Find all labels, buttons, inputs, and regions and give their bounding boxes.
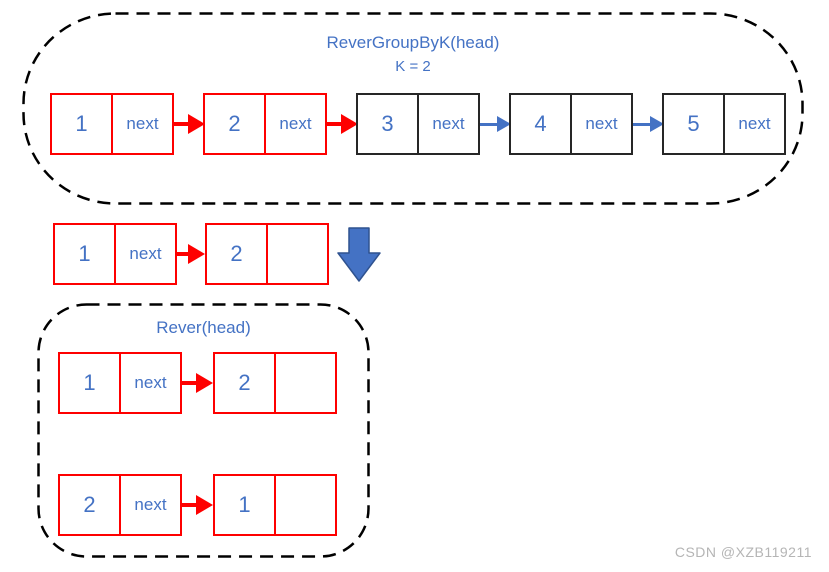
node-value: 2 bbox=[228, 111, 241, 136]
arrow-line bbox=[182, 503, 196, 507]
middle-node-2: 2 bbox=[205, 223, 329, 285]
red-arrow-icon bbox=[182, 495, 213, 515]
node-value: 2 bbox=[83, 492, 96, 517]
arrow-line bbox=[327, 122, 341, 126]
node-value: 5 bbox=[687, 111, 700, 136]
node-pointer: next bbox=[114, 225, 175, 283]
arrow-head bbox=[188, 244, 205, 264]
node-pointer: next bbox=[570, 95, 631, 153]
red-arrow-icon bbox=[174, 114, 205, 134]
node-value: 1 bbox=[78, 241, 91, 266]
rever-group: Rever(head) 1 next 2 2 next 1 bbox=[37, 303, 370, 558]
list-node-5: 5 next bbox=[662, 93, 786, 155]
arrow-line bbox=[480, 122, 497, 126]
arrow-head bbox=[497, 116, 511, 132]
arrow-line bbox=[174, 122, 188, 126]
node-value: 3 bbox=[381, 111, 394, 136]
arrow-head bbox=[188, 114, 205, 134]
list-node-1: 1 next bbox=[50, 93, 174, 155]
blue-arrow-icon bbox=[633, 116, 664, 132]
node-value: 1 bbox=[75, 111, 88, 136]
arrow-line bbox=[177, 252, 188, 256]
node-pointer bbox=[274, 476, 335, 534]
revergroupbyk-group: ReverGroupByK(head) K = 2 1 next 2 next … bbox=[22, 12, 804, 205]
arrow-line bbox=[633, 122, 650, 126]
list-node-2: 2 next bbox=[203, 93, 327, 155]
dashed-border bbox=[22, 12, 804, 205]
dashed-border bbox=[37, 303, 370, 558]
node-pointer bbox=[274, 354, 335, 412]
node-value: 1 bbox=[83, 370, 96, 395]
bottom-group-title: Rever(head) bbox=[156, 318, 251, 337]
node-pointer: next bbox=[119, 354, 180, 412]
node-pointer: next bbox=[417, 95, 478, 153]
arrow-line bbox=[182, 381, 196, 385]
rever-row2-node-2: 1 bbox=[213, 474, 337, 536]
top-group-subtitle: K = 2 bbox=[395, 58, 431, 75]
node-pointer: next bbox=[723, 95, 784, 153]
rever-row2-node-1: 2 next bbox=[58, 474, 182, 536]
node-pointer bbox=[266, 225, 327, 283]
red-arrow-icon bbox=[327, 114, 358, 134]
node-pointer: next bbox=[264, 95, 325, 153]
node-value: 2 bbox=[230, 241, 243, 266]
red-arrow-icon bbox=[177, 244, 205, 264]
watermark: CSDN @XZB119211 bbox=[674, 544, 812, 560]
arrow-head bbox=[196, 373, 213, 393]
blue-arrow-icon bbox=[480, 116, 511, 132]
middle-node-1: 1 next bbox=[53, 223, 177, 285]
arrow-head bbox=[196, 495, 213, 515]
list-node-3: 3 next bbox=[356, 93, 480, 155]
rever-row1-node-1: 1 next bbox=[58, 352, 182, 414]
top-group-title: ReverGroupByK(head) bbox=[326, 33, 500, 52]
red-arrow-icon bbox=[182, 373, 213, 393]
node-value: 2 bbox=[238, 370, 251, 395]
node-pointer: next bbox=[111, 95, 172, 153]
arrow-head bbox=[341, 114, 358, 134]
arrow-head bbox=[650, 116, 664, 132]
down-arrow-icon bbox=[337, 227, 381, 287]
node-value: 1 bbox=[238, 492, 251, 517]
list-node-4: 4 next bbox=[509, 93, 633, 155]
rever-row1-node-2: 2 bbox=[213, 352, 337, 414]
node-value: 4 bbox=[534, 111, 547, 136]
node-pointer: next bbox=[119, 476, 180, 534]
